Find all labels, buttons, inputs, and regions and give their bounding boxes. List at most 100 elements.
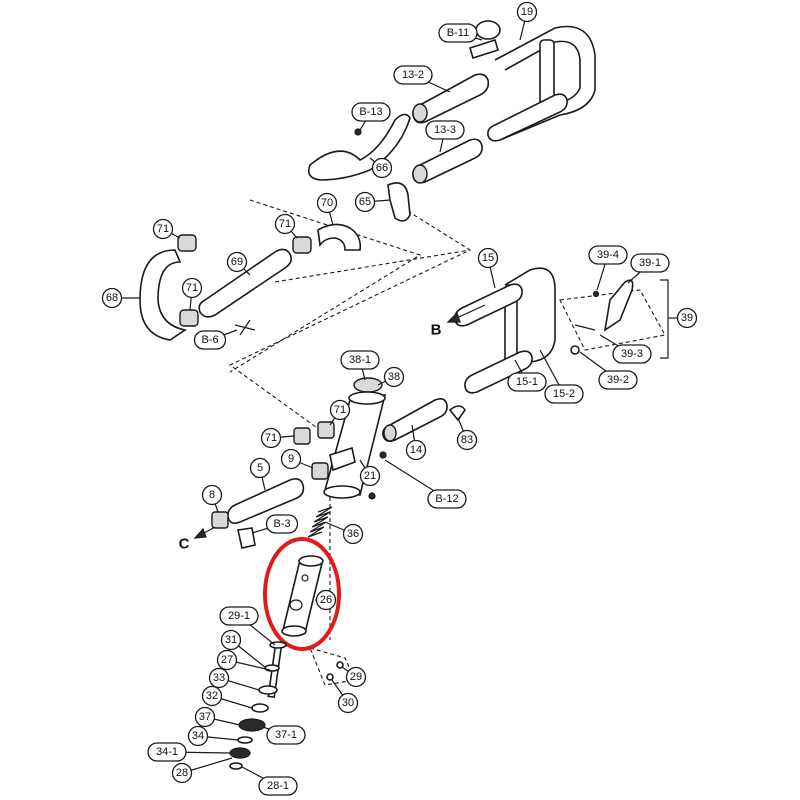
hose-68: [139, 249, 188, 341]
callout-n65: 65: [354, 191, 376, 213]
callout-n71b: 71: [274, 213, 296, 235]
callout-n39_2: 39-2: [598, 370, 638, 390]
callout-text: 71: [157, 223, 169, 235]
callout-text: B-11: [447, 27, 469, 39]
callout-text: 39: [681, 312, 693, 324]
callout-text: 19: [521, 6, 533, 18]
callout-n14: 14: [405, 439, 427, 461]
callout-text: 39-2: [607, 374, 629, 386]
grip-14: [382, 398, 448, 442]
callout-text: 39-4: [597, 249, 619, 261]
callout-text: 66: [376, 162, 388, 174]
coupler-71-c: [179, 309, 199, 327]
coupler-71-e: [317, 421, 335, 439]
callout-text: 71: [186, 282, 198, 294]
callout-text: 5: [257, 462, 263, 474]
callout-n69: 69: [226, 251, 248, 273]
callout-n28: 28: [171, 762, 193, 784]
callout-bubble: [340, 350, 380, 370]
callout-text: 70: [321, 197, 333, 209]
callout-bubble: [201, 484, 223, 506]
callout-text: B-12: [435, 493, 458, 505]
callout-text: 13-2: [402, 69, 424, 81]
callout-n39_4: 39-4: [588, 245, 628, 265]
callout-text: 8: [209, 489, 215, 501]
washer-32: [251, 703, 269, 713]
callout-text: 9: [288, 453, 294, 465]
callout-text: 15-1: [516, 376, 538, 388]
callout-bubble: [265, 514, 299, 534]
callout-bubble: [194, 706, 216, 728]
callout-text: 69: [231, 256, 243, 268]
hose-65: [387, 182, 411, 222]
coupler-71-a: [177, 234, 197, 252]
callout-b3: B-3: [265, 514, 299, 534]
callout-bubble: [427, 489, 467, 509]
callout-n30: 30: [337, 692, 359, 714]
callout-bubble: [359, 465, 381, 487]
callout-text: 33: [213, 672, 225, 684]
callout-n39_3: 39-3: [612, 344, 652, 364]
assembly-guide-lines: [228, 199, 676, 686]
pin-29: [336, 661, 344, 669]
left-hose-assembly: [139, 223, 362, 341]
callout-bubble: [101, 287, 123, 309]
callout-b12: B-12: [427, 489, 467, 509]
callout-text: 29-1: [228, 610, 250, 622]
callout-n27: 27: [216, 649, 238, 671]
callout-n71c: 71: [181, 277, 203, 299]
callout-n70: 70: [316, 192, 338, 214]
callout-text: 37-1: [275, 729, 297, 741]
callout-n21: 21: [359, 465, 381, 487]
callout-n5: 5: [249, 457, 271, 479]
callout-text: 71: [334, 404, 346, 416]
callout-b13: B-13: [351, 102, 391, 122]
callout-n38_1: 38-1: [340, 350, 380, 370]
callout-text: 27: [221, 654, 233, 666]
gear-37: [238, 718, 266, 732]
coupler-9: [311, 462, 329, 480]
callout-n71d: 71: [260, 427, 282, 449]
callout-text: B-6: [201, 334, 218, 346]
callout-n37: 37: [194, 706, 216, 728]
callout-bubble: [676, 307, 698, 329]
hose-66: [307, 113, 411, 181]
callout-text: 38: [388, 371, 400, 383]
callout-n26: 26: [315, 589, 337, 611]
callout-bubble: [193, 330, 227, 350]
callout-bubble: [342, 523, 364, 545]
coupler-8: [211, 511, 229, 529]
callout-bubble: [598, 370, 638, 390]
coupler-71-b: [292, 236, 312, 254]
callout-text: 83: [461, 434, 473, 446]
callout-bubble: [187, 725, 209, 747]
callout-bubble: [266, 725, 306, 745]
callout-bubble: [329, 399, 351, 421]
hose-69: [198, 248, 292, 318]
callout-bubble: [258, 776, 298, 796]
callout-text: 34-1: [156, 746, 178, 758]
clamp-b-6: [234, 319, 256, 336]
callout-text: 28-1: [267, 780, 289, 792]
callout-text: 36: [347, 528, 359, 540]
callout-bubble: [405, 439, 427, 461]
sleeve-26: [281, 555, 324, 637]
callout-text: 68: [106, 292, 118, 304]
lever-39-1: [603, 279, 634, 332]
callout-bubble: [456, 429, 478, 451]
callout-bubble: [216, 649, 238, 671]
callout-bubble: [425, 120, 465, 140]
callout-n13_3: 13-3: [425, 120, 465, 140]
callout-bubble: [438, 23, 478, 43]
pin-30: [326, 673, 334, 681]
callout-b6: B-6: [193, 330, 227, 350]
callout-bubble: [507, 372, 547, 392]
callout-n15_1: 15-1: [507, 372, 547, 392]
callout-text: 65: [359, 196, 371, 208]
spring-39-4: [592, 290, 600, 298]
highlight-circle: [263, 537, 341, 651]
callout-n34: 34: [187, 725, 209, 747]
callout-bubble: [226, 251, 248, 273]
callout-text: B-13: [359, 106, 382, 118]
